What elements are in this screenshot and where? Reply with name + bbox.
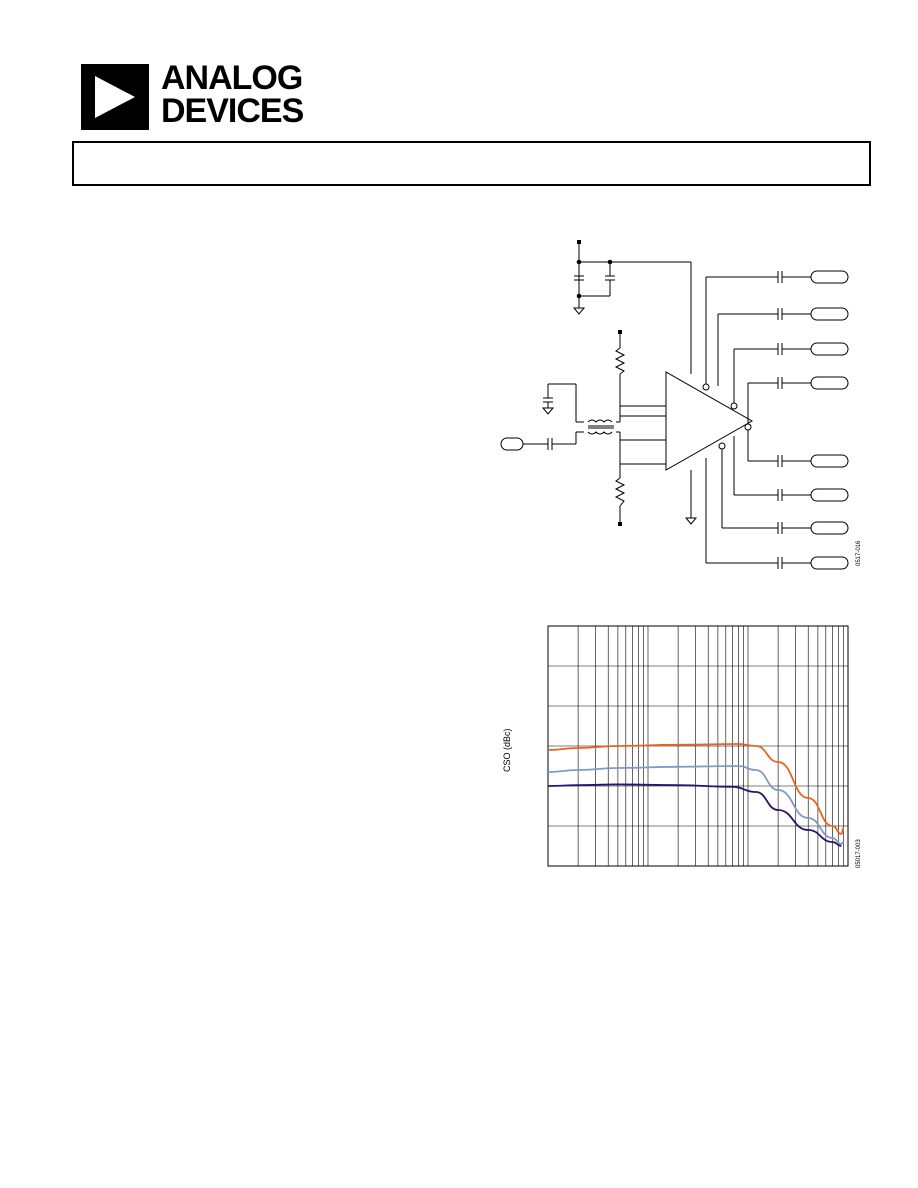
series-line-3 [547, 783, 842, 847]
analog-devices-logo: ANALOG DEVICES [81, 59, 321, 132]
cso-chart: CSO (dBc) 05017-003 [496, 620, 868, 880]
series-line-2 [547, 765, 844, 845]
title-box [72, 141, 871, 186]
logo-line-2: DEVICES [161, 92, 304, 130]
logo-wordmark: ANALOG DEVICES [161, 59, 304, 130]
circuit-schematic: 0517-016 [496, 236, 868, 576]
chart-series [547, 743, 845, 847]
y-axis-label: CSO (dBc) [502, 728, 512, 772]
logo-triangle-icon [81, 64, 149, 130]
series-line-1 [547, 743, 845, 835]
schematic-figure-id: 0517-016 [856, 540, 862, 566]
chart-figure-id: 05017-003 [856, 839, 862, 868]
logo-line-1: ANALOG [161, 59, 303, 97]
